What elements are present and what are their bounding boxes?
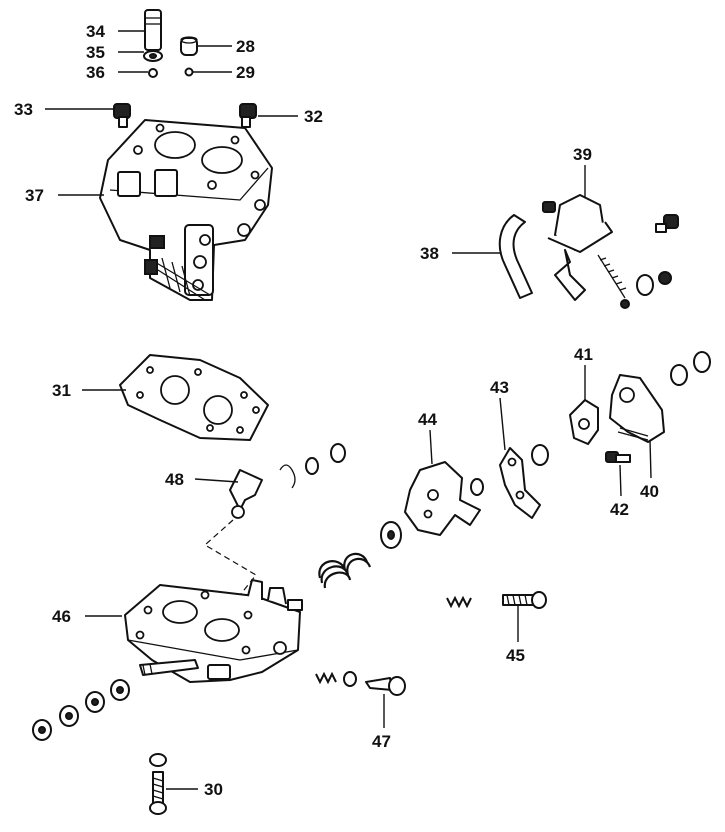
callout-39: 39 bbox=[573, 145, 592, 164]
callout-29: 29 bbox=[236, 63, 255, 82]
return-spring bbox=[318, 552, 372, 589]
callout-45: 45 bbox=[506, 646, 525, 665]
part-41-bracket bbox=[569, 399, 599, 445]
part-32-screw bbox=[239, 103, 257, 128]
part-42-screw bbox=[605, 451, 631, 463]
callout-30: 30 bbox=[204, 780, 223, 799]
part-35-washer bbox=[143, 50, 163, 62]
callout-28: 28 bbox=[236, 37, 255, 56]
part-31-gasket bbox=[119, 354, 269, 441]
callout-44: 44 bbox=[418, 410, 437, 429]
callout-46: 47 bbox=[372, 732, 391, 751]
part-30-bolt bbox=[149, 753, 167, 815]
callout-41: 41 bbox=[574, 345, 593, 364]
callout-33: 33 bbox=[14, 100, 33, 119]
callout-36: 36 bbox=[86, 63, 105, 82]
part-45-screw-spring bbox=[446, 591, 547, 609]
callout-38: 38 bbox=[420, 244, 439, 263]
bushing-bore bbox=[387, 530, 395, 540]
part-37-upper-body bbox=[99, 119, 273, 301]
callout-31: 31 bbox=[52, 381, 71, 400]
part-38-hose bbox=[498, 214, 533, 299]
part-44-cam bbox=[404, 461, 484, 536]
alignment-guide bbox=[203, 519, 257, 601]
part-36-ring bbox=[148, 68, 158, 78]
part-40-throttle-lever bbox=[609, 351, 711, 443]
callout-43: 43 bbox=[490, 378, 509, 397]
callout-47: 48 bbox=[165, 470, 184, 489]
callout-32: 32 bbox=[304, 107, 323, 126]
part-34-jet-tube bbox=[144, 9, 162, 51]
part-48-throttle-body bbox=[124, 579, 303, 683]
part-47-lever bbox=[229, 443, 346, 519]
callout-40: 40 bbox=[640, 482, 659, 501]
callout-35: 35 bbox=[86, 43, 105, 62]
leader-lines bbox=[45, 30, 652, 790]
diaphragm-hardware bbox=[636, 214, 679, 296]
part-28-plug bbox=[180, 36, 198, 56]
part-43-link-plate bbox=[499, 444, 549, 519]
callout-48: 46 bbox=[52, 607, 71, 626]
part-46-screw-spring bbox=[315, 671, 406, 696]
callout-37: 37 bbox=[25, 186, 44, 205]
part-39-vacuum-diaphragm bbox=[542, 194, 630, 309]
shaft-washers bbox=[32, 679, 130, 741]
callout-42: 42 bbox=[610, 500, 629, 519]
part-33-screw bbox=[113, 103, 131, 128]
callout-34: 34 bbox=[86, 22, 105, 41]
callout-labels: 34 35 36 28 29 33 32 37 38 39 31 41 43 4… bbox=[14, 22, 659, 799]
part-29-ring bbox=[184, 67, 194, 77]
